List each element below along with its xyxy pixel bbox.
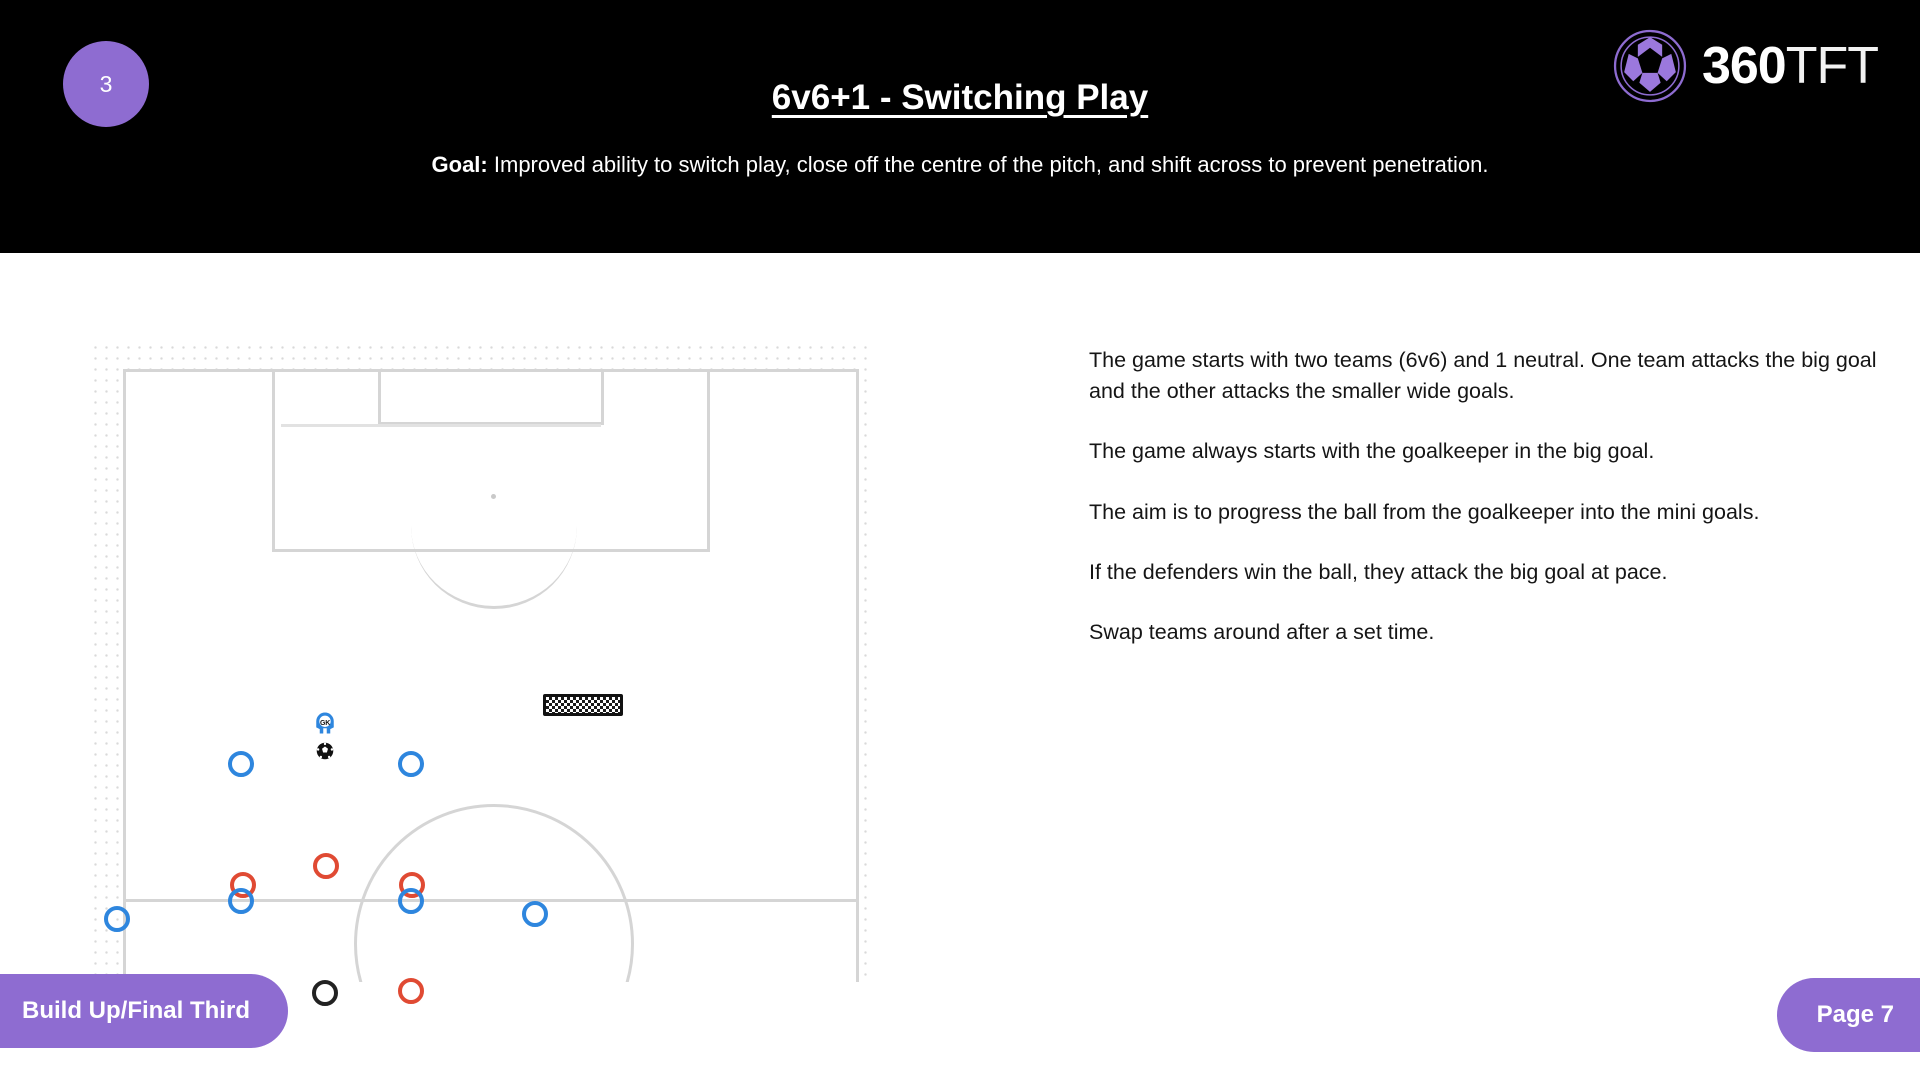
note-item: The aim is to progress the ball from the… [1089,499,1760,524]
player-blue-right-touchline [522,901,548,927]
goalkeeper-blue-label: GK [320,719,330,727]
big-goal [543,694,623,716]
logo-360-text: 360 [1701,37,1787,95]
six-yard-box-top [378,372,604,425]
penalty-spot-top [491,494,496,499]
brand-logo: 360 TFT [1612,28,1879,104]
soccer-ball-icon [1612,28,1688,104]
page-title: 6v6+1 - Switching Play [771,78,1149,117]
note-item: The game always starts with the goalkeep… [1089,439,1655,464]
session-number-badge: 3 [63,41,149,127]
player-blue-right-centre [398,888,424,914]
page-header: 3 6v6+1 - Switching Play Goal: Improved … [0,0,1920,253]
player-blue-right-wide-top [398,751,424,777]
note-item: If the defenders win the ball, they atta… [1089,559,1668,584]
session-number-text: 3 [99,70,113,97]
page-badge-label: Page 7 [1816,1001,1894,1028]
player-blue-left-touchline [104,906,130,932]
page-badge: Page 7 [1776,978,1920,1052]
penalty-arc-top [411,499,577,609]
theme-badge-label: Build Up/Final Third [22,997,250,1024]
player-red-centre-forward [313,853,339,879]
goal-line-bottom [126,899,856,902]
centre-circle-bottom [354,804,634,982]
goal-text: Improved ability to switch play, close o… [493,152,1489,177]
logo-tft-text: TFT [1785,37,1879,95]
goalkeeper-blue: GK [311,709,339,737]
note-item: Swap teams around after a set time. [1089,619,1435,644]
session-goal: Goal: Improved ability to switch play, c… [0,152,1920,178]
pitch-guide-line [281,424,601,427]
player-blue-left-centre [228,888,254,914]
ball-icon [316,742,334,760]
player-red-right-midfield [398,978,424,1004]
player-blue-left-wide-top [228,751,254,777]
theme-badge: Build Up/Final Third [0,974,288,1048]
session-notes: The game starts with two teams (6v6) and… [1089,345,1879,648]
pitch-diagram: GK GK [90,342,874,1006]
note-item: The game starts with two teams (6v6) and… [1089,348,1877,404]
goal-label: Goal: [431,152,488,177]
player-neutral [312,980,338,1006]
logo-wordmark: 360 TFT [1701,37,1879,95]
